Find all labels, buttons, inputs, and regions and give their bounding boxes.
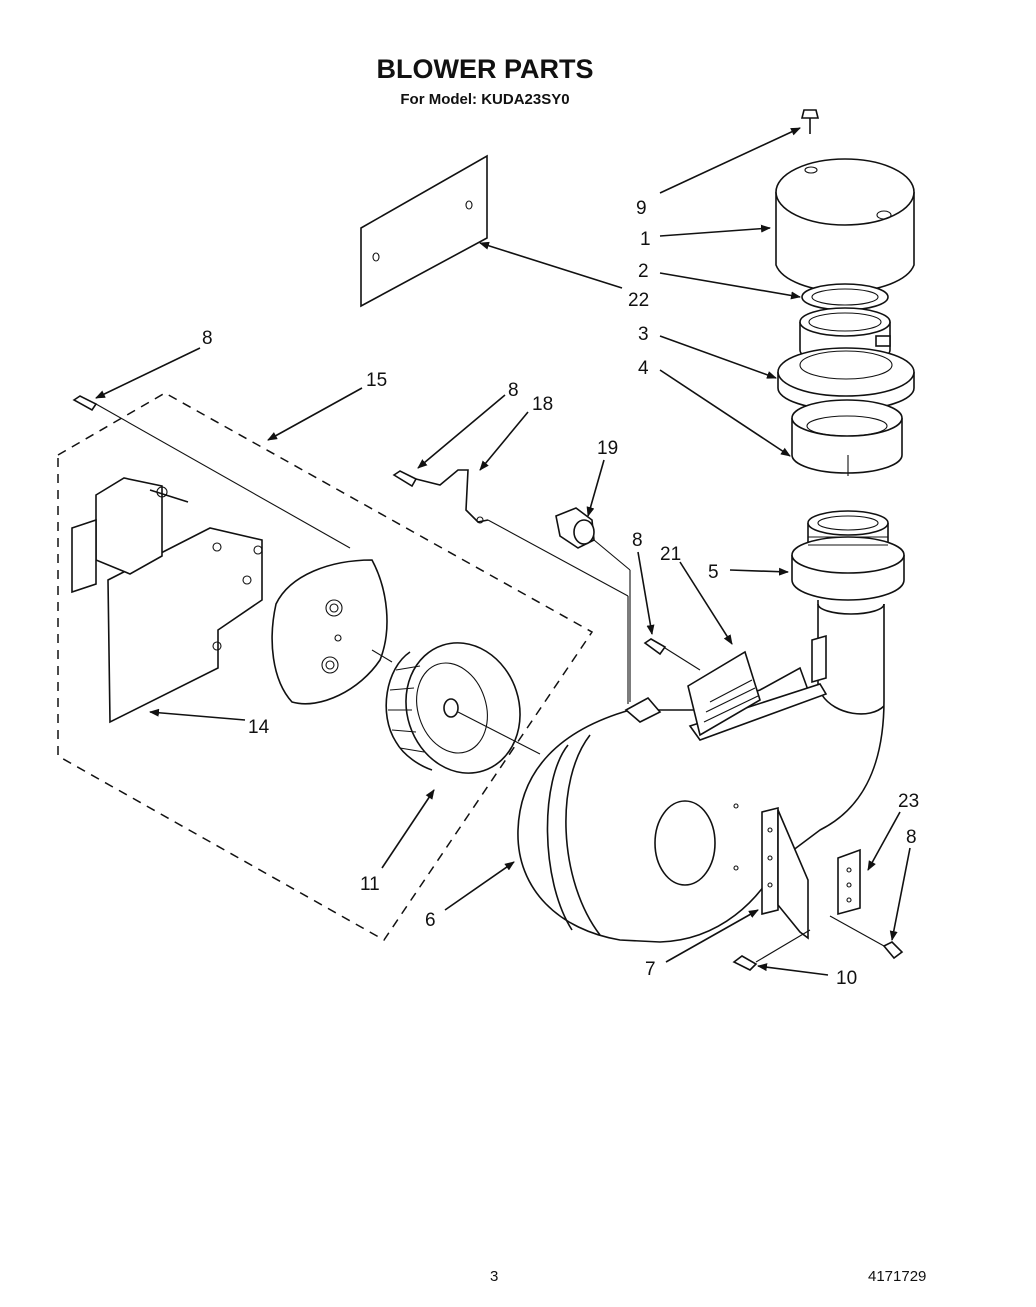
callout-8-right: 8 (906, 827, 917, 848)
callout-4: 4 (638, 358, 649, 379)
part-8-screw-bracket (392, 470, 418, 488)
part-18-clip (415, 469, 629, 597)
part-22-label-plate (360, 154, 488, 308)
callout-23: 23 (898, 791, 919, 812)
callout-14: 14 (248, 717, 270, 738)
callout-2: 2 (638, 261, 649, 282)
callout-19: 19 (597, 438, 618, 459)
part-8-screw-right (829, 915, 904, 960)
part-8-screw-left (72, 395, 351, 549)
page-number: 3 (490, 1268, 499, 1285)
callout-22: 22 (628, 290, 649, 311)
callout-8-housing: 8 (632, 530, 643, 551)
part-3-collar (777, 307, 915, 411)
part-9-screw (800, 109, 820, 134)
part-23-bracket (837, 848, 861, 916)
callout-8-left: 8 (202, 328, 213, 349)
part-2-ring (801, 283, 889, 311)
callout-8-bracket: 8 (508, 380, 519, 401)
part-19-thermal-switch (555, 507, 631, 704)
leader-lines (95, 127, 911, 976)
part-7-bracket (761, 806, 809, 940)
callout-15: 15 (366, 370, 387, 391)
callout-11: 11 (360, 874, 380, 895)
callout-3: 3 (638, 324, 649, 345)
motor-end-plate (271, 559, 393, 705)
part-15-motor-assembly-outline (57, 392, 594, 941)
part-1-cap (775, 158, 915, 293)
part-4-ring (791, 399, 903, 476)
part-8-screw-housing (643, 638, 701, 671)
part-14-motor-plate (71, 477, 263, 724)
callout-6: 6 (425, 910, 436, 931)
callout-10: 10 (836, 968, 857, 989)
callout-1: 1 (640, 229, 651, 250)
part-5-outlet-collar (791, 510, 905, 601)
part-11-blower-wheel (385, 642, 541, 774)
model-subtitle: For Model: KUDA23SY0 (400, 91, 570, 108)
callout-labels: 9 1 2 22 3 4 8 15 8 18 19 8 21 5 14 23 8… (202, 198, 919, 989)
callout-5: 5 (708, 562, 719, 583)
callout-21: 21 (660, 544, 681, 565)
part-21-rating-label (687, 650, 761, 737)
callout-18: 18 (532, 394, 553, 415)
part-10-screw (732, 929, 811, 971)
document-number: 4171729 (868, 1268, 927, 1285)
part-6-blower-housing (517, 600, 885, 943)
page-title: BLOWER PARTS (376, 54, 594, 84)
callout-9: 9 (636, 198, 647, 219)
callout-7: 7 (645, 959, 656, 980)
